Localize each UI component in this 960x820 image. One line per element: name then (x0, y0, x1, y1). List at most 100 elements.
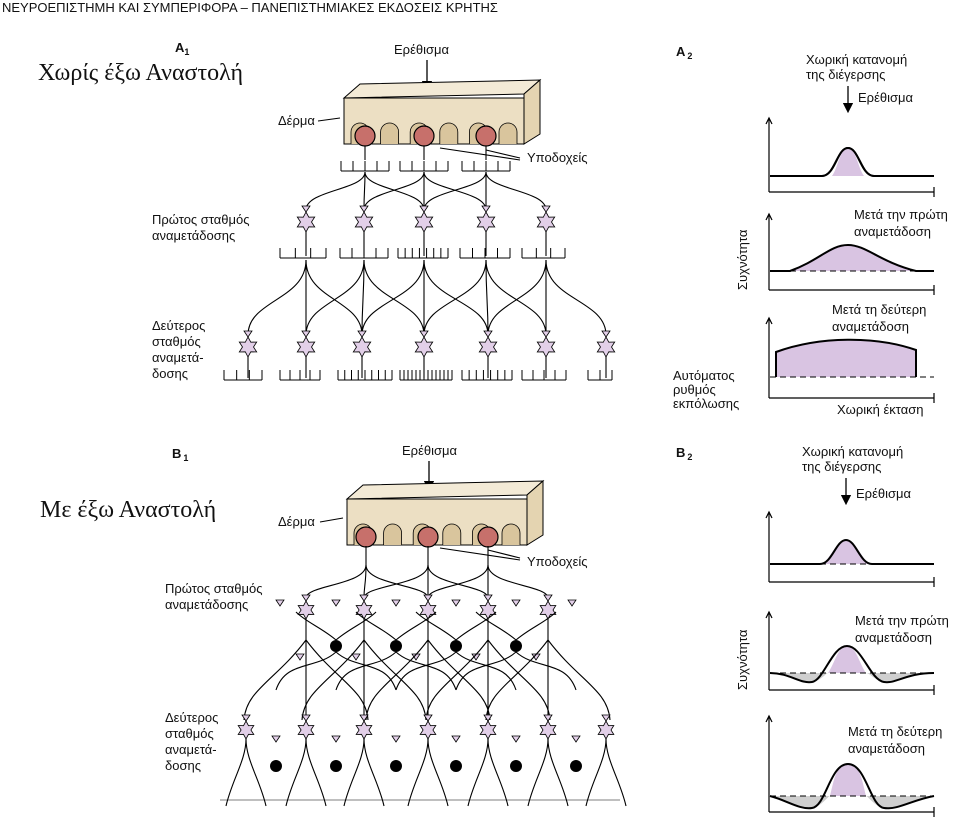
skin-block-b1 (345, 479, 545, 548)
receptor-collateral (365, 564, 429, 599)
second-relay-neuron (478, 336, 498, 358)
spike-train (461, 370, 513, 381)
synaptic-terminal (423, 594, 433, 602)
graph-a2-bottom (765, 316, 935, 403)
skin-block-a1 (342, 78, 542, 147)
synaptic-terminal (601, 330, 611, 338)
graph-b2-middle (765, 610, 935, 695)
synaptic-terminal (541, 205, 551, 213)
inhibitory-terminal (567, 599, 577, 607)
skin-label-b1: Δέρμα (278, 514, 315, 529)
inhibitory-interneuron (510, 640, 522, 652)
inhibitory-interneuron (570, 760, 582, 772)
inhibitory-terminal (295, 653, 305, 661)
inhibitory-terminal (391, 599, 401, 607)
relay-axon (225, 738, 247, 807)
relay-collateral (485, 259, 547, 336)
second-relay-neuron (596, 336, 616, 358)
response-curve (770, 538, 934, 565)
inhibitory-collateral (335, 651, 397, 691)
receptor (417, 526, 439, 548)
inhibitory-interneuron (270, 760, 282, 772)
receptor-pointer (487, 549, 521, 559)
graph-a2-middle (765, 212, 935, 295)
inhibitory-collateral (395, 611, 437, 641)
relay-axon (547, 738, 569, 807)
y-axis-arrow (765, 116, 773, 125)
receptor-collateral (427, 564, 489, 599)
response-curve (769, 644, 935, 684)
spike-train (223, 370, 263, 381)
synaptic-terminal (359, 205, 369, 213)
response-fill (832, 148, 864, 176)
inhibitory-terminal (331, 599, 341, 607)
spike-train (339, 248, 389, 259)
relay-axon (407, 738, 429, 807)
relay-collateral (545, 259, 607, 336)
inhibitory-terminal (511, 735, 521, 743)
inhibitory-interneuron (330, 640, 342, 652)
second-relay-neuron (539, 720, 557, 740)
panel-a1-letter: A1 (175, 40, 189, 57)
receptor-spike-train (461, 161, 511, 172)
panel-a1-title: Χωρίς έξω Αναστολή (38, 60, 243, 86)
graph-b2-top (765, 510, 935, 587)
relay-collateral (363, 259, 425, 336)
skin-papilla (439, 122, 459, 144)
inhibition-fill (866, 796, 934, 809)
relay-collateral (363, 639, 427, 721)
receptor-collateral (305, 171, 366, 211)
stimulus-label-a2: Ερέθισμα (858, 90, 913, 105)
skin-papilla (442, 523, 462, 545)
first-relay-neuron (479, 600, 497, 620)
inhibitory-terminal (271, 735, 281, 743)
skin-papilla (380, 122, 399, 144)
receptor-collateral (427, 564, 489, 599)
relay-collateral (487, 259, 547, 336)
synaptic-terminal (543, 714, 553, 722)
y-axis-label-b2: Συχνότητα (735, 629, 750, 690)
inhibitory-collateral (455, 651, 517, 691)
skin-papilla (501, 523, 521, 545)
second-relay-neuron (237, 720, 255, 740)
second-relay-neuron (352, 336, 372, 358)
second-relay-neuron (536, 336, 556, 358)
receptor-collateral (363, 564, 429, 599)
spike-train (397, 248, 449, 259)
synaptic-terminal (543, 594, 553, 602)
inhibitory-terminal (391, 735, 401, 743)
second-relay-neuron (597, 720, 615, 740)
panel-a1: A1 Χωρίς έξω Αναστολή Ερέθισμα Δέρμα Υπο… (38, 40, 616, 381)
inhibition-fill (866, 673, 934, 683)
spike-train (279, 248, 327, 259)
inhibitory-interneuron (330, 760, 342, 772)
synaptic-terminal (481, 205, 491, 213)
response-fill (790, 245, 916, 271)
receptor (413, 125, 435, 147)
relay-collateral (425, 639, 489, 721)
skin-top (345, 480, 545, 500)
synaptic-terminal (241, 714, 251, 722)
second-relay-neuron (479, 720, 497, 740)
synaptic-terminal (483, 714, 493, 722)
inhibitory-collateral (275, 651, 337, 691)
skin-papilla (383, 523, 402, 545)
synaptic-terminal (423, 714, 433, 722)
skin-b1 (345, 479, 545, 548)
relay-collateral (305, 639, 369, 721)
inhibitory-interneuron (450, 760, 462, 772)
first-relay-neuron (354, 211, 374, 233)
spike-train (521, 248, 566, 259)
inhibitory-collateral (355, 611, 397, 641)
graphs-a2 (765, 116, 935, 403)
synaptic-terminal (359, 594, 369, 602)
synaptic-terminal (419, 205, 429, 213)
relay-axon (285, 738, 307, 807)
receptor-collateral (423, 171, 487, 211)
stimulus-label-b2: Ερέθισμα (856, 486, 911, 501)
